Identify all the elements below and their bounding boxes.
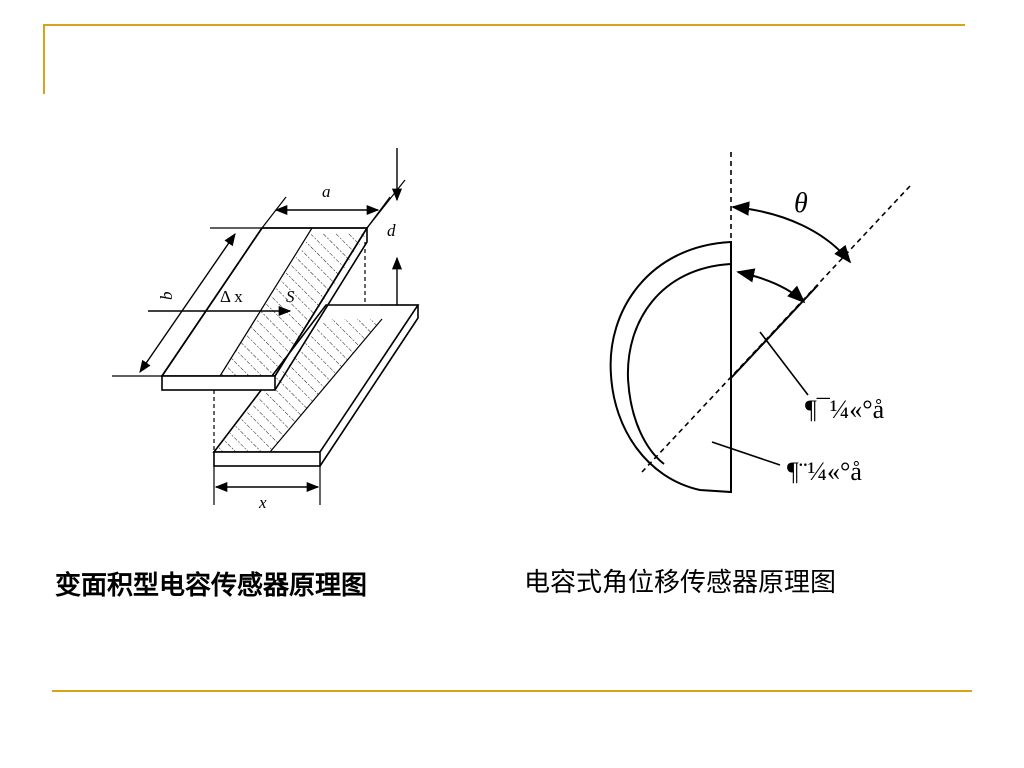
label-x: x [258, 493, 267, 512]
caption-angular-sensor: 电容式角位移传感器原理图 [524, 568, 837, 598]
leader-moving [759, 331, 809, 396]
top-rule [43, 24, 965, 26]
theta-arc [731, 201, 852, 264]
fixed-plate [609, 240, 732, 494]
label-dx: Δ x [220, 287, 243, 306]
caption-area-sensor: 变面积型电容传感器原理图 [55, 571, 368, 601]
dim-d-line-upper [366, 179, 406, 229]
dim-a-ext-left [261, 196, 287, 229]
label-a: a [322, 182, 331, 201]
moving-plate-radius [730, 284, 819, 379]
label-s: S [286, 287, 295, 306]
left-rule [43, 24, 45, 94]
label-theta: θ [794, 188, 808, 219]
label-d: d [387, 221, 396, 240]
label-moving-plate: ¶¯¼«°å [805, 395, 885, 424]
area-sensor-diagram [112, 148, 420, 505]
lower-plate-overlap-hatch [214, 319, 382, 452]
bottom-rule [52, 690, 972, 692]
inner-arc [736, 268, 806, 304]
leader-fixed [711, 441, 781, 466]
moving-plate [626, 263, 732, 465]
upper-plate-overlap-hatch [220, 233, 367, 376]
dim-b-arrow [139, 232, 236, 374]
angular-sensor-diagram [609, 152, 911, 494]
label-b: b [157, 292, 176, 301]
diagonal-axis [641, 185, 911, 473]
label-fixed-plate: ¶¨¼«°å [787, 457, 862, 486]
